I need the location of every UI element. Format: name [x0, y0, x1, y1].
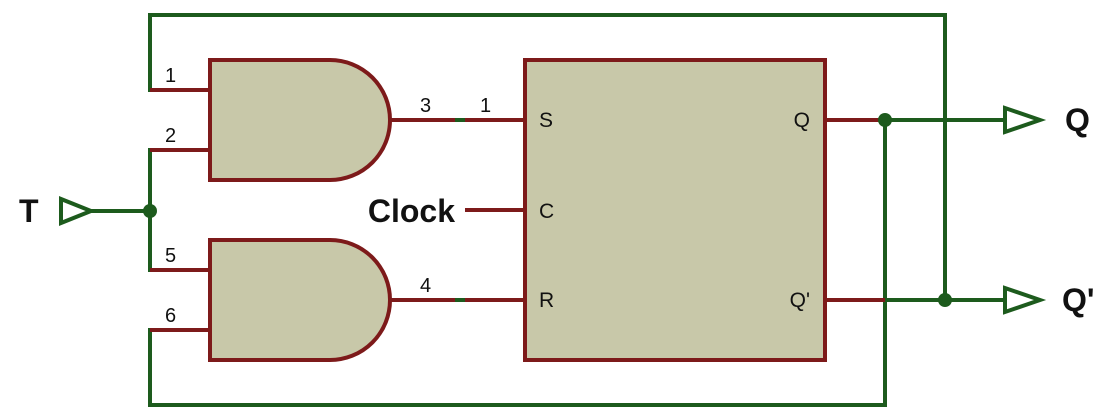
ff-q-bar-label: Q'	[790, 289, 810, 312]
junction-q	[878, 113, 892, 127]
junction-t	[143, 204, 157, 218]
gate-top-pin-1-label: 1	[165, 65, 176, 87]
ff-s-pin-number: 1	[480, 95, 491, 117]
ff-s-label: S	[539, 109, 553, 132]
ff-q-label: Q	[794, 109, 810, 132]
gate-bottom-pin-6-label: 6	[165, 305, 176, 327]
gate-top-pin-3-label: 3	[420, 95, 431, 117]
t-to-gate-top-wire	[148, 148, 212, 213]
q-output-terminal-icon	[1003, 105, 1047, 135]
gate-bottom-pin-5-label: 5	[165, 245, 176, 267]
t-to-gate-bottom-wire	[148, 209, 212, 272]
gate-top-pin-2-label: 2	[165, 125, 176, 147]
and-gate-bottom: 5 6 4	[150, 238, 455, 362]
q-bar-output-label: Q'	[1062, 282, 1095, 318]
t-input-terminal-icon	[59, 196, 97, 226]
junction-q-bar	[938, 293, 952, 307]
gate-bottom-pin-4-label: 4	[420, 275, 431, 297]
ff-body	[523, 58, 827, 362]
clock-input-label: Clock	[368, 193, 455, 229]
ff-r-label: R	[539, 289, 554, 312]
and-gate-top: 1 2 3	[150, 58, 455, 182]
q-bar-output-terminal-icon	[1003, 285, 1047, 315]
rs-flip-flop: 1 S C R Q Q'	[465, 58, 885, 362]
junctions	[143, 113, 952, 307]
gate-top-body	[208, 58, 392, 182]
q-output-label: Q	[1065, 102, 1090, 138]
ff-c-label: C	[539, 200, 554, 223]
gate-bottom-body	[208, 238, 392, 362]
t-input-label: T	[19, 193, 39, 229]
